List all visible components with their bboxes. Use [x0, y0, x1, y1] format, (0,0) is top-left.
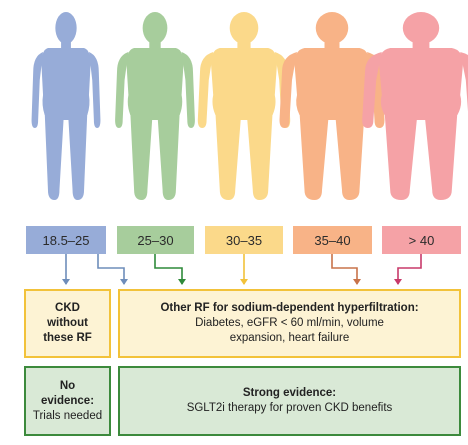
arrow-yellow-to-other-rf: [240, 254, 248, 285]
arrow-pink-to-other-rf: [394, 254, 422, 285]
strong-evidence-box: Strong evidence: SGLT2i therapy for prov…: [118, 366, 461, 436]
body-figure-bmi-25-30: [115, 12, 195, 200]
arrow-green-to-other-rf: [154, 254, 186, 285]
arrow-orange-to-other-rf: [331, 254, 361, 285]
arrow-connectors: [62, 254, 422, 285]
ckd-without-rf-title: CKD without these RF: [43, 302, 92, 344]
body-figure-bmi-30-35: [197, 12, 291, 200]
strong-evidence-body: SGLT2i therapy for proven CKD benefits: [186, 402, 393, 414]
other-rf-box: Other RF for sodium-dependent hyperfiltr…: [118, 289, 461, 358]
bmi-label-18-25: 18.5–25: [26, 226, 106, 254]
arrow-blue-to-other-rf: [97, 254, 128, 285]
no-evidence-title: No evidence:: [40, 379, 95, 407]
body-figures: [31, 12, 468, 200]
body-figure-bmi-18-25: [31, 12, 101, 200]
other-rf-title: Other RF for sodium-dependent hyperfiltr…: [160, 302, 419, 314]
arrow-blue-to-ckd: [62, 254, 70, 285]
strong-evidence-title: Strong evidence:: [242, 387, 337, 399]
bmi-label-30-35: 30–35: [205, 226, 283, 254]
bmi-label-35-40: 35–40: [293, 226, 372, 254]
no-evidence-box: No evidence: Trials needed: [24, 366, 111, 436]
bmi-label-over-40: > 40: [382, 226, 461, 254]
ckd-without-rf-box: CKD without these RF: [24, 289, 111, 358]
bmi-label-25-30: 25–30: [117, 226, 194, 254]
other-rf-body: Diabetes, eGFR < 60 ml/min, volume expan…: [195, 317, 384, 344]
no-evidence-body: Trials needed: [32, 409, 103, 422]
